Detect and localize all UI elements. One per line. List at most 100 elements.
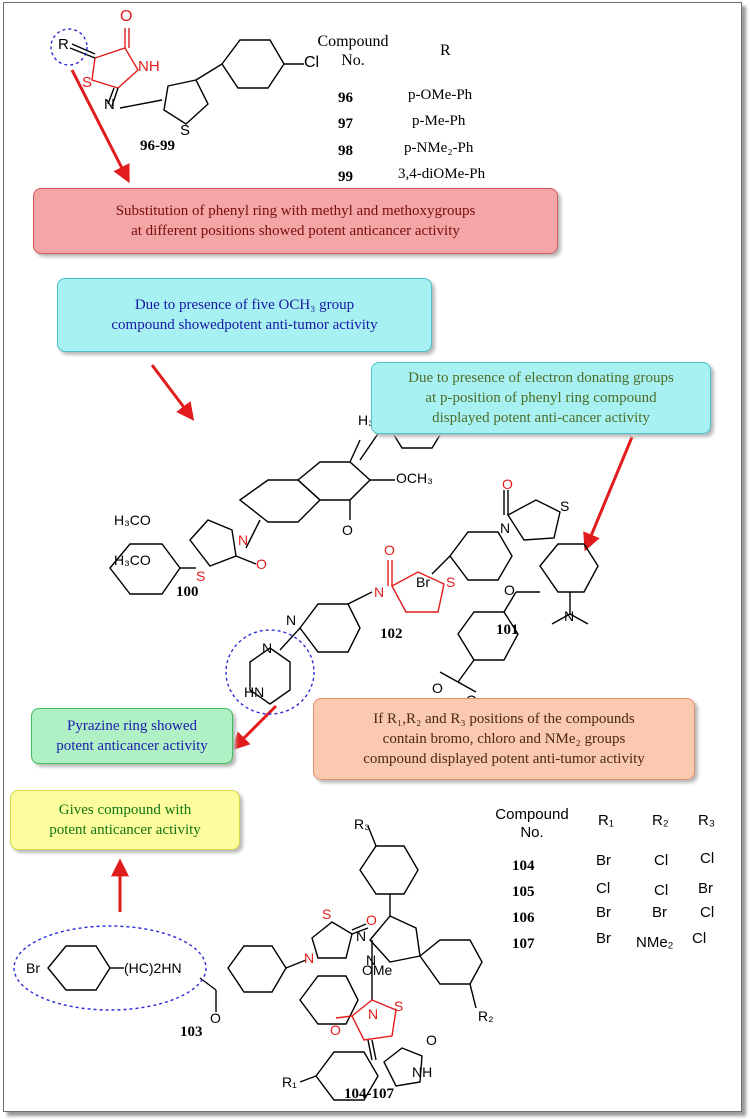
- annotation-pyrazine-line1: Pyrazine ring showed: [67, 717, 197, 734]
- atom-s-96: S: [82, 74, 93, 91]
- atom-o-101: O: [502, 476, 513, 492]
- table-bottom-row-105-no: 105: [512, 884, 535, 900]
- atom-r3: R₃: [354, 816, 370, 832]
- annotation-r-positions-line3: compound displayed potent anti-tumor act…: [363, 751, 645, 768]
- atom-s-102: S: [446, 574, 456, 590]
- annotation-box-electron-donating: Due to presence of electron donating gro…: [371, 362, 711, 434]
- annotation-och3-line2: compound showedpotent anti-tumor activit…: [111, 317, 378, 333]
- atom-br-103: Br: [26, 960, 40, 976]
- table-bottom-row-104-r2: Cl: [654, 852, 669, 869]
- table-bottom-header-r2: R₂: [652, 812, 669, 829]
- structure-96-99: [69, 28, 304, 125]
- table-top-row-97-r: p-Me-Ph: [412, 113, 466, 129]
- atom-n-pyrazoline2: N: [366, 952, 377, 968]
- table-top-row-98-r: p-NMe₂-Ph: [404, 140, 474, 156]
- atom-n-dimethyl: N: [564, 608, 575, 624]
- atom-o-103: O: [366, 912, 377, 928]
- structure-102: [249, 560, 540, 705]
- annotation-box-bromophenyl: Gives compound with potent anticancer ac…: [10, 790, 240, 850]
- atom-s-104: S: [394, 998, 404, 1014]
- atom-n-100: N: [238, 532, 249, 548]
- table-bottom-header-r3: R₃: [698, 812, 715, 829]
- atom-o-oxindole: O: [426, 1032, 437, 1048]
- table-bottom-row-106-r2: Br: [652, 904, 667, 921]
- structure-103: [47, 921, 369, 1025]
- dashed-circle-r: [50, 28, 88, 66]
- atom-s-100: S: [196, 568, 206, 584]
- atom-n-pyridine: N: [286, 612, 297, 628]
- atom-cl-96: Cl: [304, 54, 320, 71]
- table-bottom-header-compound-line2: No.: [520, 824, 544, 841]
- structure-104-107: [299, 825, 483, 1101]
- arrow-2: [150, 364, 195, 421]
- annotation-och3-line1: Due to presence of five OCH₃ group: [134, 296, 355, 313]
- atom-o-104: O: [330, 1022, 341, 1038]
- table-bottom-row-107-no: 107: [512, 936, 535, 952]
- annotation-electron-line1: Due to presence of electron donating gro…: [408, 369, 674, 386]
- atom-o-ester1: O: [432, 680, 443, 696]
- table-bottom-header-r1: R₁: [598, 812, 614, 829]
- table-bottom-row-107-r2: NMe₂: [636, 934, 674, 951]
- figure-frame: [3, 2, 742, 1112]
- table-top-row-97-no: 97: [338, 116, 353, 132]
- table-bottom-row-107-r1: Br: [596, 930, 611, 947]
- annotation-box-substitution: Substitution of phenyl ring with methyl …: [33, 188, 558, 254]
- table-bottom-row-105-r2: Cl: [654, 882, 669, 899]
- table-top-header-compound: Compound No.: [310, 32, 396, 70]
- atom-hn-piperazine: HN: [244, 684, 265, 700]
- annotation-bromophenyl-line2: potent anticancer activity: [49, 822, 201, 838]
- table-bottom-row-105-r3: Br: [698, 880, 713, 897]
- label-104-107: 104-107: [344, 1086, 394, 1102]
- table-top-row-96-r: p-OMe-Ph: [408, 87, 473, 103]
- label-102: 102: [380, 626, 403, 642]
- annotation-box-r-positions: If R₁,R₂ and R₃ positions of the compoun…: [313, 698, 695, 780]
- atom-o-amide: O: [210, 1010, 221, 1026]
- annotation-pyrazine-line2: potent anticancer activity: [56, 738, 208, 754]
- table-bottom-row-105-r1: Cl: [596, 880, 611, 897]
- table-bottom-header-compound-line1: Compound: [495, 806, 569, 823]
- arrow-1: [70, 69, 130, 184]
- atom-ome-103: OMe: [362, 962, 393, 978]
- table-top-header-compound-line2: No.: [341, 52, 365, 70]
- table-bottom-row-107-r3: Cl: [692, 930, 707, 947]
- annotation-r-positions-line1: If R₁,R₂ and R₃ positions of the compoun…: [373, 710, 635, 727]
- table-top-row-99-no: 99: [338, 169, 353, 185]
- annotation-electron-line2: at p-position of phenyl ring compound: [425, 389, 657, 406]
- atom-hc2hn: (HC)2HN: [124, 960, 182, 976]
- table-bottom-row-106-no: 106: [512, 910, 535, 926]
- table-top-row-96-no: 96: [338, 90, 353, 106]
- annotation-box-och3: Due to presence of five OCH₃ group compo…: [57, 278, 432, 352]
- annotation-electron-line3: displayed potent anti-cancer activity: [432, 410, 650, 427]
- atom-o-chromone: O: [342, 522, 353, 538]
- annotation-substitution-line2: at different positions showed potent ant…: [131, 223, 460, 239]
- table-top-header-compound-line1: Compound: [317, 33, 389, 50]
- atom-o-100: O: [256, 556, 267, 572]
- atom-br-101: Br: [416, 574, 430, 590]
- atom-h3co-left1: H₃CO: [114, 512, 151, 528]
- atom-n-101: N: [500, 520, 511, 536]
- table-bottom-row-104-r3: Cl: [700, 850, 715, 867]
- atom-o-102: O: [384, 542, 395, 558]
- atom-h3co-left2: H₃CO: [114, 552, 151, 568]
- table-bottom-row-106-r3: Cl: [700, 904, 715, 921]
- atom-n-piperazine: N: [262, 640, 273, 656]
- table-bottom-row-104-r1: Br: [596, 852, 611, 869]
- atom-nh-96: NH: [138, 58, 160, 75]
- label-96-99: 96-99: [140, 138, 175, 154]
- annotation-substitution-line1: Substitution of phenyl ring with methyl …: [115, 202, 476, 219]
- atom-r1: R₁: [282, 1074, 297, 1090]
- dashed-circle-bromophenyl: [13, 925, 207, 1011]
- atom-o-methoxy-102: O: [504, 582, 515, 598]
- label-101: 101: [496, 622, 519, 638]
- annotation-r-positions-line2: contain bromo, chloro and NMe₂ groups: [382, 730, 626, 747]
- atom-r2: R₂: [478, 1008, 494, 1024]
- atom-och3-mid: OCH₃: [396, 470, 433, 486]
- structure-101: [431, 490, 599, 625]
- atom-s-103: S: [322, 906, 332, 922]
- annotation-bromophenyl-line1: Gives compound with: [58, 801, 192, 818]
- atom-n-102: N: [374, 584, 385, 600]
- atom-n-104: N: [368, 1006, 379, 1022]
- table-bottom-row-106-r1: Br: [596, 904, 611, 921]
- label-100: 100: [176, 584, 199, 600]
